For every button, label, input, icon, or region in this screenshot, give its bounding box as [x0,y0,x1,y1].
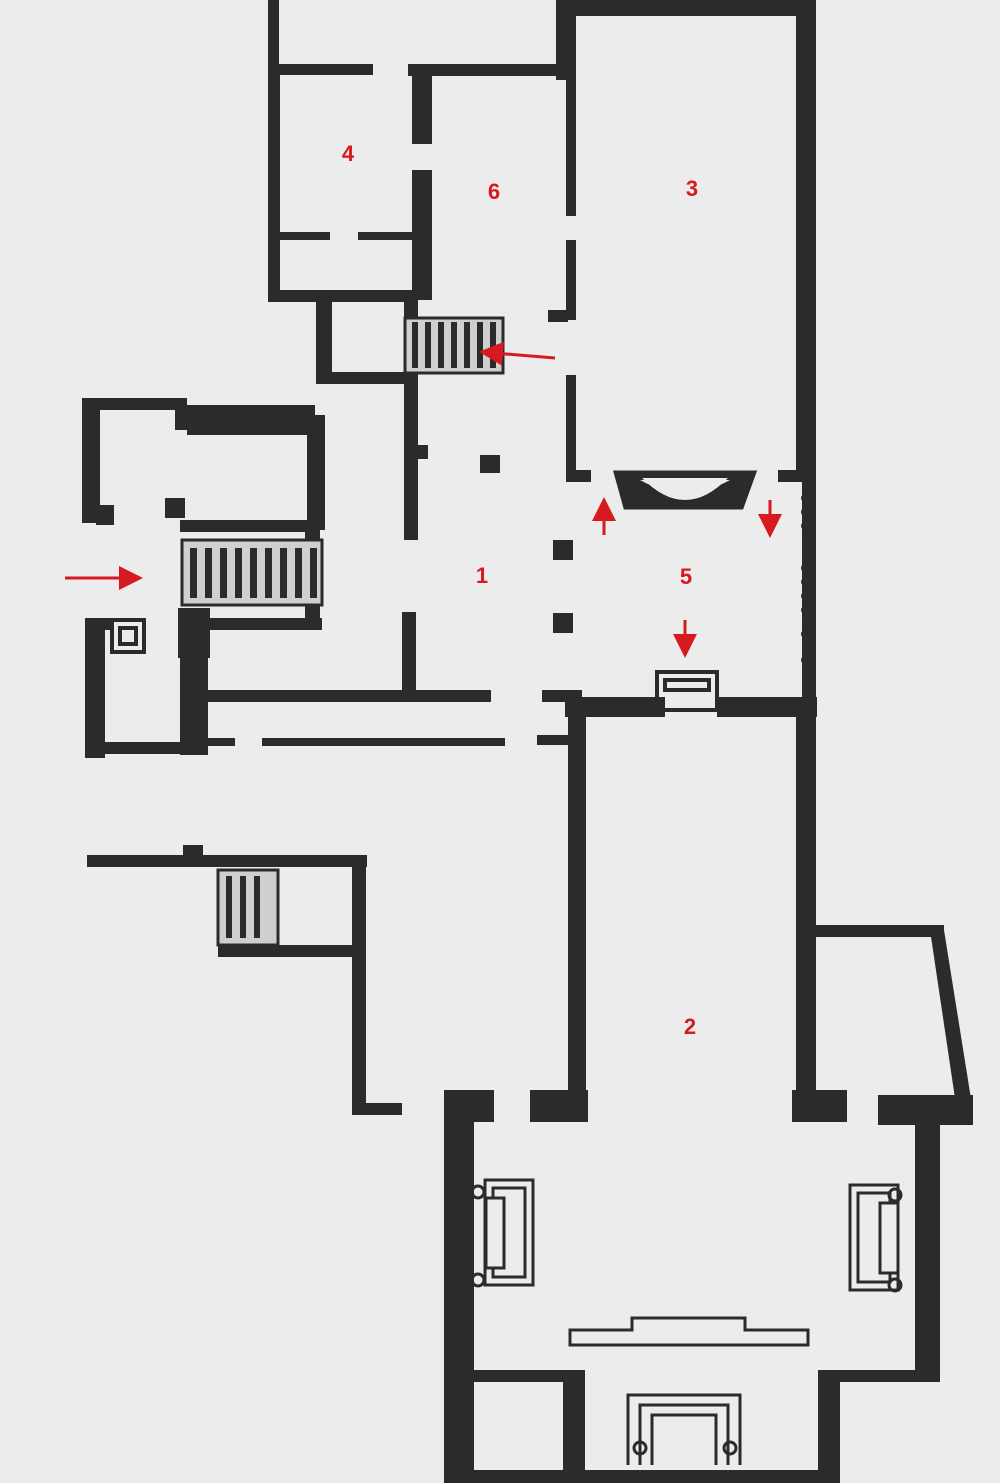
fountain-basin-icon [640,480,730,493]
room-label-3: 3 [686,176,698,201]
fountain-icon [613,470,758,510]
pillar-icon [801,494,809,664]
stair-box-icon [110,618,719,712]
room-label-5: 5 [680,564,692,589]
tomb-left-icon [470,1178,535,1288]
walls [82,0,973,1483]
staircase-icon [180,538,324,607]
room-label-1: 1 [476,563,488,588]
room-label-2: 2 [684,1014,696,1039]
staircase-icon [403,316,505,375]
arrow-icon [479,341,556,366]
room-label-4: 4 [342,141,355,166]
room-label-6: 6 [488,179,500,204]
staircase-icon [216,868,280,947]
altar-icon [568,1316,810,1465]
tomb-right-icon [848,1183,903,1293]
